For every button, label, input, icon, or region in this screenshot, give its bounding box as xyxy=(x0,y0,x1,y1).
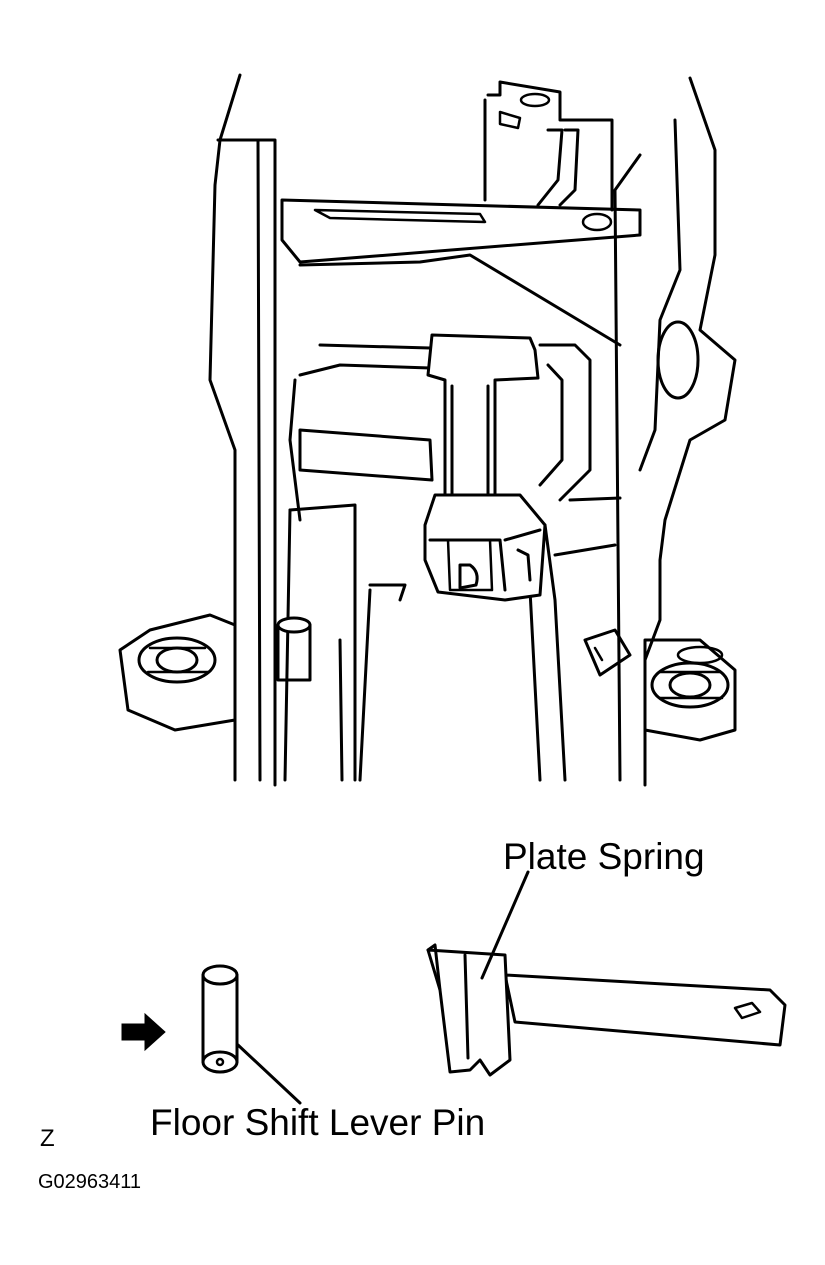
plate-spring-leader-line xyxy=(480,870,530,980)
right-arrow-icon xyxy=(121,1012,166,1052)
right-mounting-flange xyxy=(643,638,737,742)
shift-housing xyxy=(208,73,737,787)
lever-socket xyxy=(423,493,547,602)
view-letter-label: Z xyxy=(40,1125,55,1152)
plate-spring-part xyxy=(426,943,787,1077)
floor-shift-lever-pin-label: Floor Shift Lever Pin xyxy=(150,1102,486,1143)
figure-code-label: G02963411 xyxy=(38,1171,142,1193)
plate-spring-label: Plate Spring xyxy=(503,836,705,877)
left-mounting-flange xyxy=(118,613,237,732)
floor-shift-lever-pin xyxy=(201,964,239,1074)
pin-leader-line xyxy=(236,1043,302,1105)
